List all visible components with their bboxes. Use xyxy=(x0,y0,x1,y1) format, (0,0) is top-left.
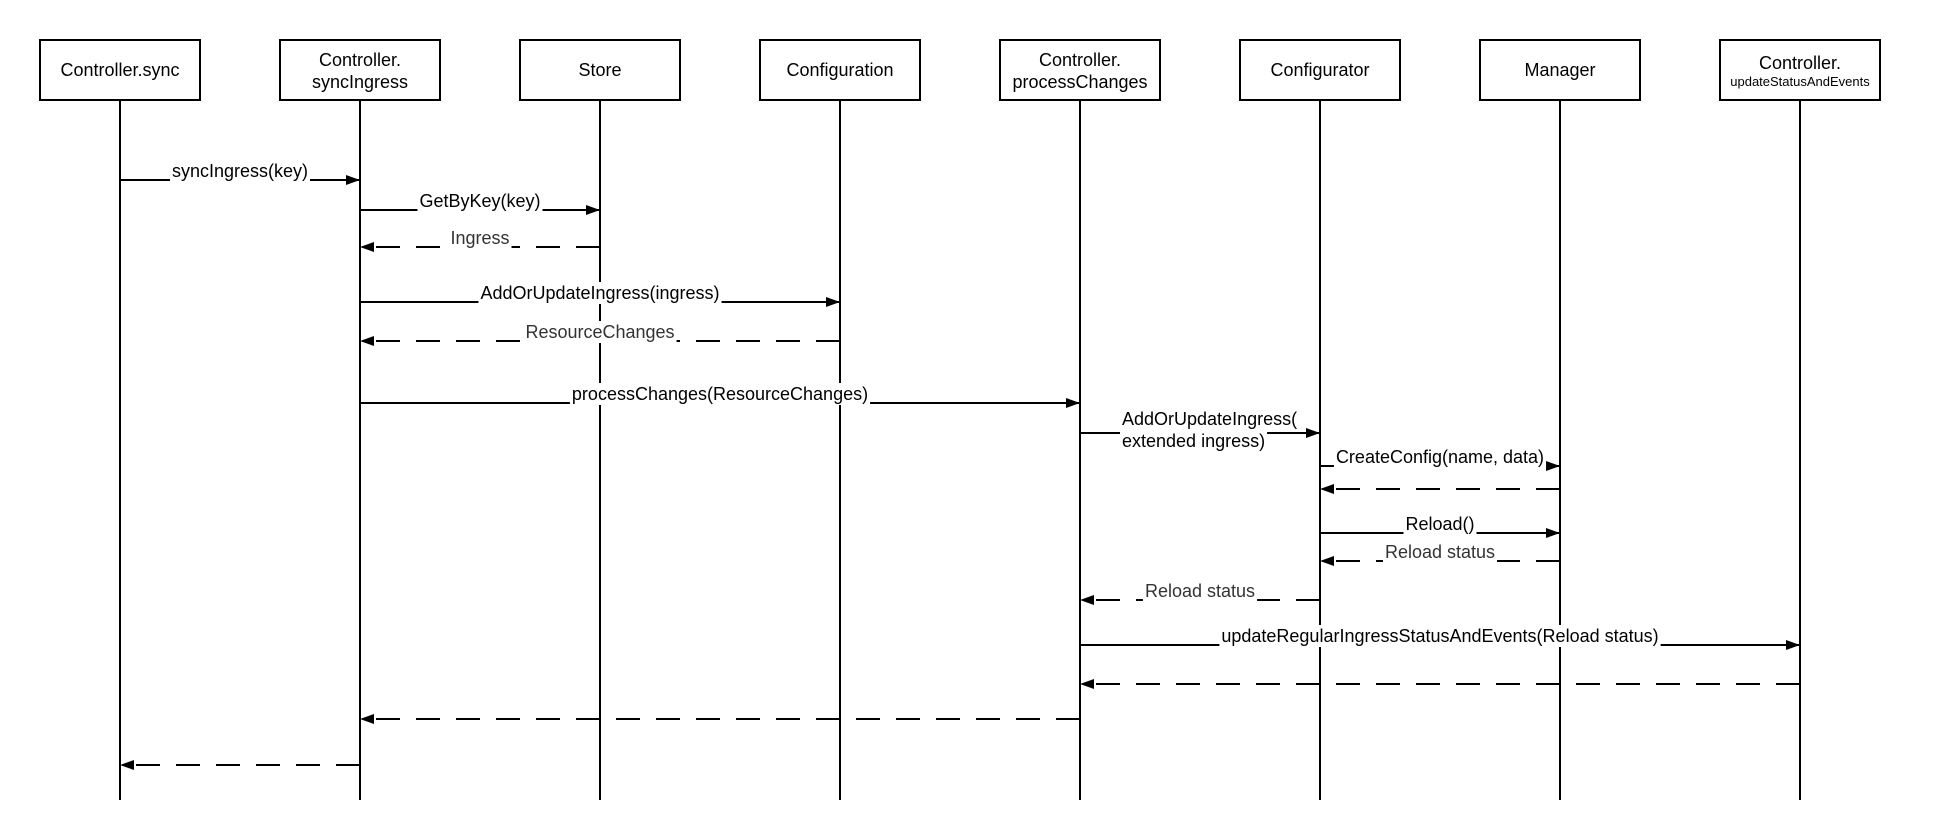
message-label: GetByKey(key) xyxy=(419,191,540,211)
message-label: updateRegularIngressStatusAndEvents(Relo… xyxy=(1221,626,1658,646)
message-label-group: updateRegularIngressStatusAndEvents(Relo… xyxy=(1219,625,1661,647)
label-background xyxy=(478,282,722,304)
lifeline-box xyxy=(39,39,201,101)
message-label: CreateConfig(name, data) xyxy=(1336,447,1544,467)
call-message-6: processChanges(ResourceChanges) xyxy=(360,383,1080,408)
message-label-group: ResourceChanges xyxy=(523,321,677,343)
lifeline-title: Controller. xyxy=(1039,50,1121,70)
lifeline-title: Configuration xyxy=(786,60,893,80)
label-background xyxy=(169,160,311,182)
lifeline-title: Controller. xyxy=(319,50,401,70)
message-label: Reload() xyxy=(1405,514,1474,534)
messages: syncIngress(key) GetByKey(key) IngressAddO… xyxy=(120,160,1800,770)
message-label-group: Reload status xyxy=(1382,541,1498,563)
lifeline-store: Store xyxy=(519,39,681,800)
label-background xyxy=(1120,430,1268,452)
message-label: Reload status xyxy=(1385,542,1495,562)
lifeline-configurator: Configurator xyxy=(1239,39,1401,800)
return-message-11: Reload status xyxy=(1320,541,1560,566)
label-background xyxy=(569,383,871,405)
label-background xyxy=(1403,513,1477,535)
label-background xyxy=(1382,541,1498,563)
message-label-group: Reload() xyxy=(1403,513,1477,535)
label-background xyxy=(523,321,677,343)
message-label: processChanges(ResourceChanges) xyxy=(572,384,868,404)
lifeline-subtitle: updateStatusAndEvents xyxy=(1730,74,1870,89)
call-message-4: AddOrUpdateIngress(ingress) xyxy=(360,282,840,307)
message-label-group: AddOrUpdateIngress(ingress) xyxy=(478,282,722,304)
call-message-7: AddOrUpdateIngress(extended ingress) xyxy=(1080,409,1320,452)
call-message-13: updateRegularIngressStatusAndEvents(Relo… xyxy=(1080,625,1800,650)
label-background xyxy=(1333,446,1547,468)
call-message-2: GetByKey(key) xyxy=(360,190,600,215)
label-background xyxy=(417,190,543,212)
message-label: AddOrUpdateIngress(ingress) xyxy=(480,283,719,303)
message-label-group: processChanges(ResourceChanges) xyxy=(569,383,871,405)
lifeline-syncIngress: Controller.syncIngress xyxy=(279,39,441,800)
return-message-5: ResourceChanges xyxy=(360,321,840,346)
message-label: ResourceChanges xyxy=(525,322,674,342)
lifeline-title: Controller.sync xyxy=(60,60,179,80)
return-message-3: Ingress xyxy=(360,227,600,252)
return-message-12: Reload status xyxy=(1080,580,1320,605)
label-background xyxy=(1142,580,1258,602)
lifeline-title: Store xyxy=(578,60,621,80)
label-background xyxy=(448,227,512,249)
message-label: syncIngress(key) xyxy=(172,161,308,181)
message-label: extended ingress) xyxy=(1122,431,1265,451)
message-label: AddOrUpdateIngress( xyxy=(1122,409,1297,429)
lifeline-box xyxy=(759,39,921,101)
lifeline-processChanges: Controller.processChanges xyxy=(999,39,1161,800)
message-label-group: Reload status xyxy=(1142,580,1258,602)
call-message-8: CreateConfig(name, data) xyxy=(1320,446,1560,471)
lifeline-updateStatus: Controller.updateStatusAndEvents xyxy=(1719,39,1881,800)
lifeline-box xyxy=(999,39,1161,101)
message-label-group: AddOrUpdateIngress(extended ingress) xyxy=(1120,409,1297,452)
call-message-10: Reload() xyxy=(1320,513,1560,538)
message-label-group: Ingress xyxy=(448,227,512,249)
call-message-1: syncIngress(key) xyxy=(120,160,360,185)
message-label-group: syncIngress(key) xyxy=(169,160,311,182)
lifeline-title: Controller. xyxy=(1759,53,1841,73)
lifeline-box xyxy=(1479,39,1641,101)
message-label: Reload status xyxy=(1145,581,1255,601)
message-label-group: GetByKey(key) xyxy=(417,190,543,212)
lifeline-title: Configurator xyxy=(1270,60,1369,80)
lifeline-box xyxy=(1239,39,1401,101)
lifeline-sync: Controller.sync xyxy=(39,39,201,800)
lifeline-box xyxy=(1719,39,1881,101)
lifeline-configuration: Configuration xyxy=(759,39,921,800)
lifeline-title: Manager xyxy=(1524,60,1595,80)
lifeline-box xyxy=(519,39,681,101)
message-label: Ingress xyxy=(450,228,509,248)
message-label-group: CreateConfig(name, data) xyxy=(1333,446,1547,468)
lifeline-manager: Manager xyxy=(1479,39,1641,800)
lifeline-box xyxy=(279,39,441,101)
lifeline-subtitle: processChanges xyxy=(1012,72,1147,92)
label-background xyxy=(1219,625,1661,647)
lifeline-subtitle: syncIngress xyxy=(312,72,408,92)
